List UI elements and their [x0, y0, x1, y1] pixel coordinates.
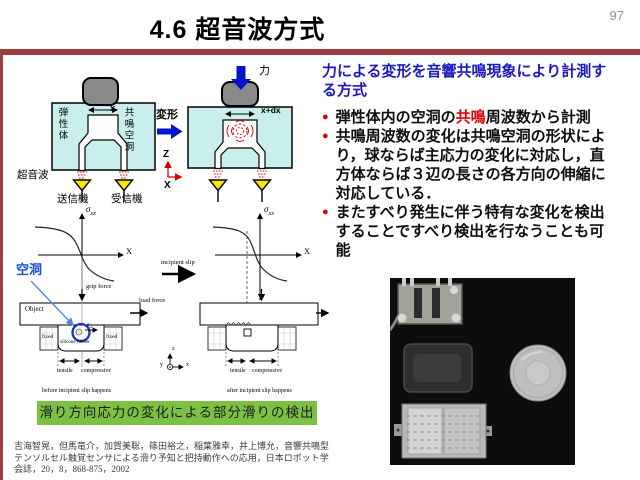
resonant-cavity-label: 共鳴空洞 — [122, 107, 134, 153]
deformation-label: 変形 — [156, 109, 178, 121]
force-arrow — [231, 66, 251, 90]
sensor-photo — [388, 278, 575, 465]
cavity-circle — [71, 322, 91, 343]
circuit-board — [388, 278, 463, 331]
fixed-blocks-right — [207, 326, 297, 351]
grip-force-label-left: grip force — [86, 283, 112, 290]
force-label: 力 — [259, 65, 270, 77]
cavity-square — [243, 328, 252, 337]
deformation-arrow — [157, 124, 183, 139]
xyz-frame — [166, 353, 184, 370]
slide-title: 4.6 超音波方式 — [149, 16, 326, 44]
list-item: ● 共鳴周波数の変化は共鳴空洞の形状により，球ならば主応力の変化に対応し，直方体… — [322, 127, 622, 203]
citation: 吉海智晃，但馬竜介，加賀美聡，篠田裕之，稲葉雅幸，井上博允，音響共鳴型テンソルセ… — [14, 441, 330, 474]
sigma-label-right: σxx — [264, 204, 275, 217]
axis-x-label: X — [164, 180, 171, 191]
bullet-text: 共鳴周波数の変化は共鳴空洞の形状により，球ならば主応力の変化に対応し，直方体なら… — [335, 128, 606, 202]
slip-hatch — [225, 322, 252, 326]
panel-heading: 力による変形を音響共鳴現象により計測する方式 — [322, 63, 607, 99]
bullet-list: ● 弾性体内の空洞の共鳴周波数から計測 ● 共鳴周波数の変化は共鳴空洞の形状によ… — [322, 108, 622, 260]
cavity-width-label: x — [110, 103, 116, 113]
sensor-photo-content — [388, 278, 567, 459]
cavity-dot — [75, 328, 83, 336]
coord-z-label: z — [172, 346, 175, 352]
sigma-label-left: σxx — [86, 204, 97, 217]
rubber-block-right — [225, 324, 279, 352]
ultrasound-label: 超音波 — [17, 169, 49, 181]
axis-z-label: Z — [163, 149, 170, 160]
tensile-label-left: tensile — [57, 368, 73, 374]
graph-x-label-right: X — [304, 246, 311, 256]
bullet-text: またすべり発生に伴う特有な変化を検出することですべり検出を行なうことも可能 — [335, 204, 605, 259]
bullet-icon: ● — [322, 111, 329, 123]
coord-x-label: x — [186, 362, 189, 368]
zx-axes — [164, 160, 183, 181]
cavity-callout-label: 空洞 — [16, 262, 43, 277]
page-number: 97 — [609, 8, 624, 23]
list-item: ● 弾性体内の空洞の共鳴周波数から計測 — [322, 108, 622, 127]
caption-box: 滑り方向応力の変化による部分滑りの検出 — [37, 401, 317, 425]
compressive-label-left: compressive — [81, 368, 111, 374]
bullet-icon: ● — [322, 130, 329, 142]
bullet-text: 弾性体内の空洞の共鳴周波数から計測 — [335, 109, 591, 126]
tensile-label-right: tensile — [230, 368, 246, 374]
title-rule — [0, 49, 640, 55]
rubber-block-left — [57, 324, 105, 352]
transmitter-label: 送信機 — [57, 193, 89, 205]
rubber-block — [403, 343, 473, 393]
coord-y-label: y — [160, 362, 163, 368]
transducers — [72, 179, 272, 192]
stress-curve-right — [212, 226, 288, 282]
elastic-body-label: 弾性体 — [56, 107, 68, 142]
compressive-label-right: compressive — [252, 368, 282, 374]
metal-block — [394, 403, 492, 459]
before-slip-caption: before incipient slip happens — [42, 388, 112, 394]
silicone-rubber-label: silicone rubber — [60, 340, 90, 345]
after-slip-caption: after incipient slip happens — [227, 388, 292, 394]
sigma-small-label: σxx — [87, 323, 93, 329]
ultrasound-waves — [77, 170, 267, 179]
fixed-label-left2: fixed — [106, 334, 118, 340]
fixed-label-left1: fixed — [42, 334, 54, 340]
list-item: ● またすべり発生に伴う特有な変化を検出することですべり検出を行なうことも可能 — [322, 203, 622, 260]
load-force-label-left: load force — [139, 297, 166, 304]
object-box-right — [199, 302, 319, 326]
resonant-cavity-left — [78, 114, 128, 172]
left-edge-rule — [0, 49, 3, 480]
graph-x-label-left: X — [126, 246, 133, 256]
resonance-waves — [226, 120, 254, 142]
incipient-slip-label: incipient slip — [161, 259, 195, 266]
stress-curve-left — [34, 226, 115, 282]
cavity-width-dx-label: x+dx — [261, 105, 281, 115]
receiver-label: 受信機 — [111, 193, 143, 205]
coin — [509, 344, 567, 402]
cavity-pointer — [30, 280, 74, 326]
grasped-object-left — [82, 77, 119, 106]
bullet-icon: ● — [322, 206, 329, 218]
object-label-left: Object — [25, 305, 44, 313]
